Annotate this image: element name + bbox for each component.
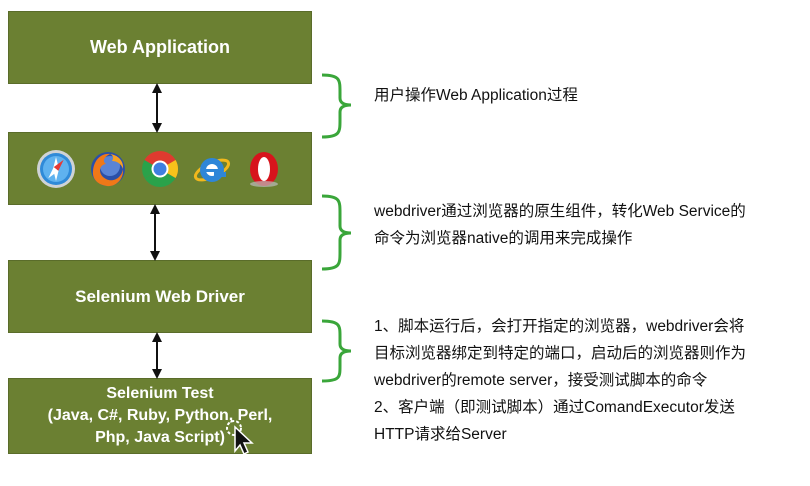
firefox-icon — [91, 151, 125, 186]
note-line: 用户操作Web Application过程 — [374, 87, 578, 104]
note-line: 命令为浏览器native的调用来完成操作 — [374, 230, 633, 247]
note-line: HTTP请求给Server — [374, 426, 507, 443]
note-line: webdriver通过浏览器的原生组件，转化Web Service的 — [374, 203, 746, 220]
note-webdriver-native: webdriver通过浏览器的原生组件，转化Web Service的 命令为浏览… — [374, 198, 746, 252]
safari-icon — [37, 149, 75, 188]
opera-icon — [250, 151, 278, 187]
bracket-1 — [321, 73, 352, 139]
browsers-box — [8, 132, 312, 205]
web-application-box: Web Application — [8, 11, 312, 84]
selenium-test-languages-line1: (Java, C#, Ruby, Python, Perl, — [47, 407, 273, 424]
selenium-test-box: Selenium Test (Java, C#, Ruby, Python, P… — [8, 378, 312, 454]
selenium-web-driver-label: Selenium Web Driver — [75, 286, 245, 306]
mouse-cursor-icon — [226, 420, 254, 455]
note-line: webdriver的remote server，接受测试脚本的命令 — [374, 372, 708, 389]
note-line: 1、脚本运行后，会打开指定的浏览器，webdriver会将 — [374, 318, 745, 335]
note-remote-server: 1、脚本运行后，会打开指定的浏览器，webdriver会将 目标浏览器绑定到特定… — [374, 313, 746, 448]
selenium-test-languages-line2: Php, Java Script) — [95, 429, 225, 446]
bracket-2 — [321, 194, 352, 271]
web-application-label: Web Application — [89, 37, 230, 57]
bracket-3 — [321, 319, 352, 383]
chrome-icon — [141, 150, 179, 187]
note-web-application-process: 用户操作Web Application过程 — [374, 82, 578, 109]
selenium-test-title: Selenium Test — [106, 385, 214, 402]
internet-explorer-icon — [193, 157, 231, 182]
selenium-web-driver-box: Selenium Web Driver — [8, 260, 312, 333]
note-line: 目标浏览器绑定到特定的端口，启动后的浏览器则作为 — [374, 345, 747, 362]
note-line: 2、客户端（即测试脚本）通过ComandExecutor发送 — [374, 399, 735, 416]
